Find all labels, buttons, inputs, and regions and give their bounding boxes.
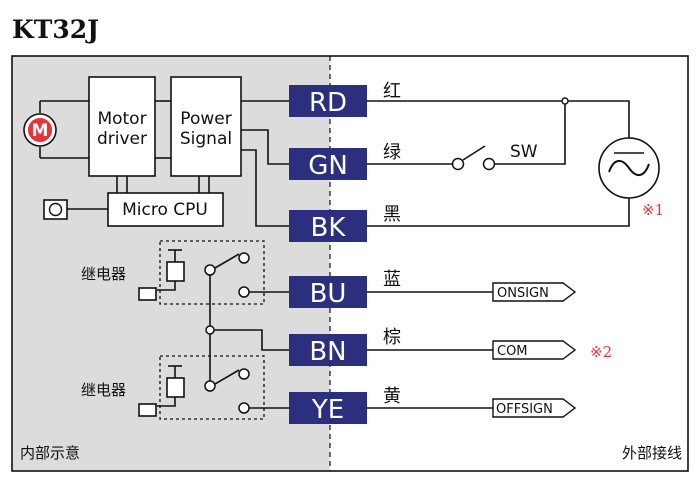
motor-driver-label-1: Motor: [97, 109, 146, 129]
signal-com-label: COM: [497, 344, 528, 359]
pin-bu: BU: [289, 276, 367, 309]
internal-label: 内部示意: [20, 444, 80, 462]
micro-cpu-box: [107, 192, 224, 227]
wire-gn-color: 绿: [383, 142, 401, 163]
diagram-title: KT32J: [12, 15, 99, 44]
switch-icon: [451, 145, 496, 171]
ac-source-icon: [598, 137, 660, 199]
pin-rd: RD: [289, 85, 367, 118]
pin-gn-code: GN: [308, 151, 348, 181]
pin-bn: BN: [289, 334, 367, 367]
power-signal-box: [170, 76, 242, 177]
external-label: 外部接线: [622, 444, 682, 462]
wire-bn-color: 棕: [383, 327, 401, 348]
wire-bu-color: 蓝: [383, 269, 401, 290]
relay-2: 继电器: [81, 355, 265, 420]
pin-bk: BK: [289, 210, 367, 243]
cpu-connector-icon: [43, 199, 108, 220]
pin-rd-code: RD: [309, 88, 347, 118]
diagram-frame: [11, 55, 689, 472]
motor-driver-label-2: driver: [97, 129, 147, 149]
signal-onsign: ONSIGN: [492, 282, 577, 302]
relay-1-label: 继电器: [81, 265, 126, 283]
motor-driver-box: [88, 76, 156, 177]
signal-offsign: OFFSIGN: [492, 398, 577, 418]
power-signal-label-2: Signal: [180, 129, 232, 149]
switch-label: SW: [510, 142, 538, 162]
pin-bk-code: BK: [311, 213, 347, 243]
pin-bn-code: BN: [309, 337, 346, 367]
pin-gn: GN: [289, 148, 367, 181]
signal-offsign-label: OFFSIGN: [496, 402, 553, 417]
signal-onsign-label: ONSIGN: [497, 286, 549, 301]
pin-ye-code: YE: [311, 395, 344, 425]
relay-2-label: 继电器: [81, 381, 126, 399]
pin-ye: YE: [289, 392, 367, 425]
pin-bu-code: BU: [310, 279, 347, 309]
note-1: ※1: [642, 201, 664, 219]
wire-bk-color: 黑: [383, 204, 401, 225]
motor-icon: M: [23, 100, 90, 159]
relay-1: 继电器: [81, 240, 265, 305]
note-2: ※2: [590, 343, 612, 361]
power-signal-label-1: Power: [180, 109, 231, 129]
motor-symbol: M: [32, 121, 49, 141]
wire-rd-color: 红: [383, 81, 401, 102]
micro-cpu-label: Micro CPU: [122, 200, 208, 220]
signal-com: COM: [492, 340, 577, 360]
wire-ye-color: 黄: [383, 386, 401, 407]
